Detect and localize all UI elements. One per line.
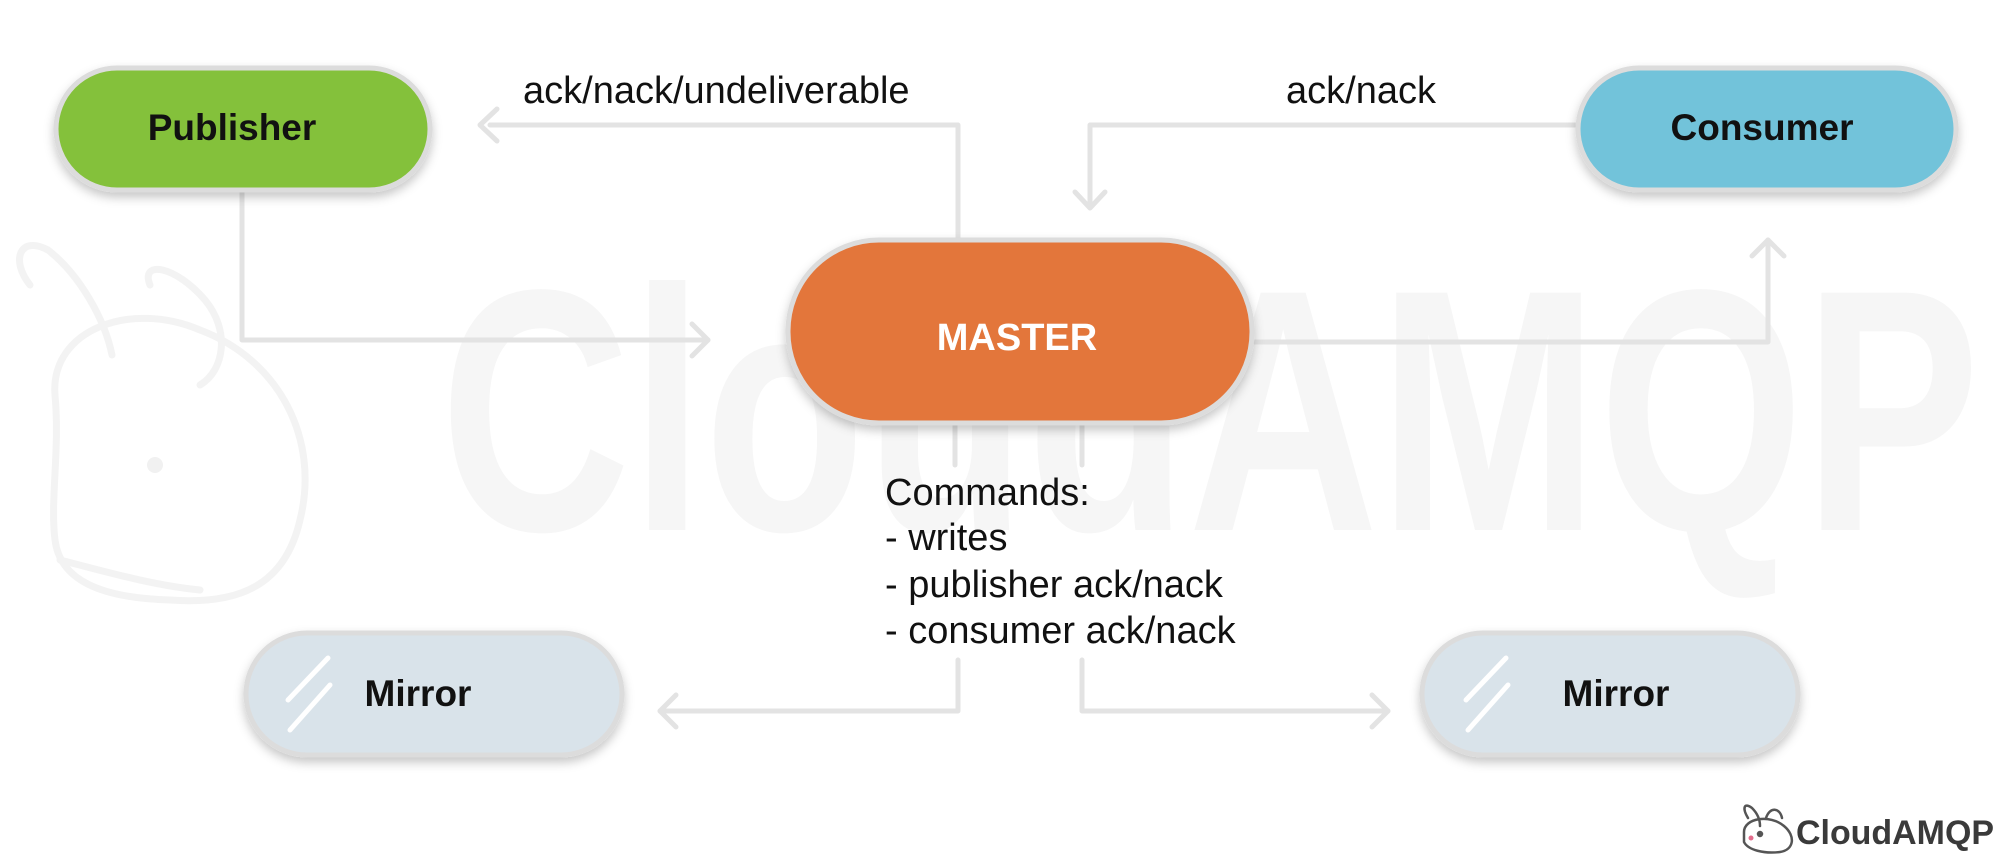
edge-label-consumer-to-master: ack/nack	[1286, 70, 1437, 112]
edge-master-to-publisher	[487, 122, 961, 241]
node-mirror-left-label: Mirror	[365, 673, 472, 714]
edge-consumer-to-master	[1087, 122, 1581, 208]
arrowhead-mirror-right	[1369, 692, 1391, 730]
arrowhead-mirror-left	[657, 692, 679, 730]
node-mirror-right-shape	[1419, 630, 1801, 758]
mirror-right-slash-icon	[1463, 655, 1511, 733]
edge-publisher-to-master	[239, 187, 711, 343]
node-mirror-right: Mirror	[1419, 630, 1801, 758]
arrowhead-master-left	[689, 321, 711, 359]
rabbit-icon-nose	[1748, 835, 1754, 841]
edge-master-to-mirror-right	[1079, 657, 1391, 714]
rabbit-icon	[1742, 804, 1793, 854]
node-master: MASTER	[785, 237, 1255, 426]
node-consumer-label: Consumer	[1671, 107, 1854, 148]
node-publisher-label: Publisher	[148, 107, 317, 148]
commands-item: - writes	[885, 517, 1007, 559]
edge-label-master-to-publisher: ack/nack/undeliverable	[523, 70, 910, 112]
arrowhead-publisher	[477, 106, 500, 144]
commands-item: - publisher ack/nack	[885, 564, 1224, 606]
node-consumer-shape	[1575, 65, 1959, 193]
brand-text: CloudAMQP	[1796, 814, 1994, 852]
watermark-rabbit-icon	[16, 242, 309, 605]
brand-logo: CloudAMQP	[1742, 804, 1994, 854]
node-publisher: Publisher	[53, 65, 433, 193]
connectors	[239, 106, 1787, 730]
node-mirror-right-label: Mirror	[1563, 673, 1670, 714]
arrowhead-consumer	[1749, 237, 1787, 259]
mirror-left-slash-icon	[285, 655, 333, 733]
node-master-label: MASTER	[937, 317, 1097, 359]
arrowhead-master-top	[1072, 189, 1108, 211]
edge-master-to-consumer	[1249, 237, 1771, 345]
commands-item: - consumer ack/nack	[885, 610, 1237, 652]
node-publisher-shape	[53, 65, 433, 193]
commands-annotation: Commands: - writes - publisher ack/nack …	[885, 472, 1237, 652]
node-consumer: Consumer	[1575, 65, 1959, 193]
node-mirror-left: Mirror	[243, 630, 625, 758]
commands-title: Commands:	[885, 472, 1090, 514]
node-master-shape	[785, 237, 1255, 426]
node-mirror-left-shape	[243, 630, 625, 758]
edge-master-to-mirror-left	[657, 657, 961, 714]
